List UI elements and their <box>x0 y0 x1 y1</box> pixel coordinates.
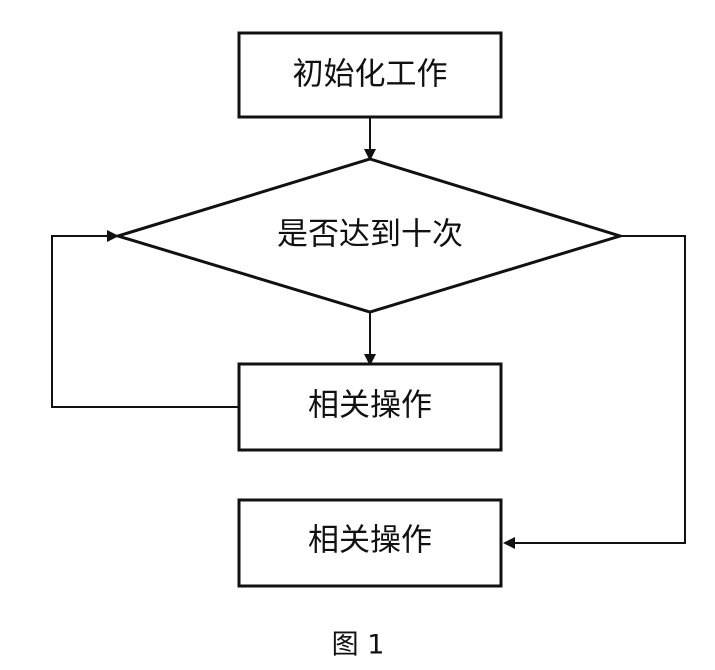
decision-node: 是否达到十次 <box>112 157 626 314</box>
exit-action-node: 相关操作 <box>237 498 503 588</box>
loop-action-node: 相关操作 <box>237 362 503 452</box>
figure-caption: 图 1 <box>332 630 385 661</box>
loop-action-node-label: 相关操作 <box>308 388 432 424</box>
loop-back-connector <box>51 230 239 408</box>
exit-connector <box>503 235 686 549</box>
decision-node-label: 是否达到十次 <box>277 217 463 253</box>
init-node: 初始化工作 <box>237 31 503 119</box>
exit-action-node-label: 相关操作 <box>308 523 432 559</box>
init-node-label: 初始化工作 <box>293 57 448 93</box>
